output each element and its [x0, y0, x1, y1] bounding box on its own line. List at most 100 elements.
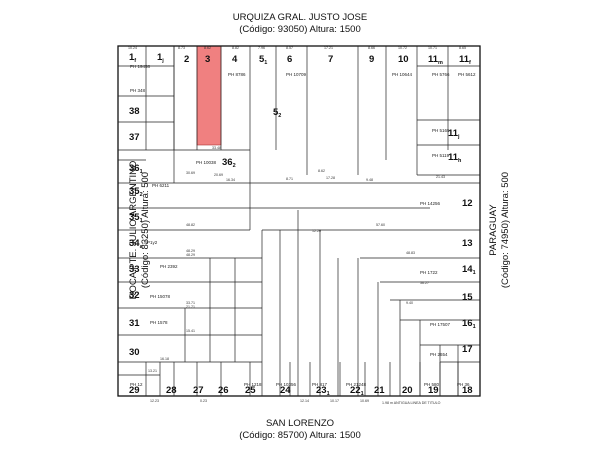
ph-label: PH 36 — [457, 382, 470, 387]
lot-number: 33 — [129, 264, 140, 275]
lot-number: 24 — [280, 385, 291, 396]
dimension-label: 12.20 — [312, 229, 321, 233]
dimension-label: 0.23 — [200, 399, 207, 403]
lot-number: 15 — [462, 292, 473, 303]
dimension-label: 8.65 — [459, 46, 466, 50]
ph-label: PH 1218 — [244, 382, 262, 387]
lot-number: 26 — [218, 385, 229, 396]
dimension-label: 48.29 — [186, 253, 195, 257]
lot-number: 352 — [129, 186, 143, 198]
lot-number: 34a — [129, 238, 144, 250]
lot-number: 13 — [462, 238, 473, 249]
lot-number: 17 — [462, 344, 473, 355]
dimension-label: 12.14 — [300, 399, 309, 403]
dimension-label: 10.72 — [398, 46, 407, 50]
ph-label: PH 10709 — [286, 72, 307, 77]
dimension-label: 36.27 — [420, 281, 429, 285]
ph-label: PH 8786 — [228, 72, 246, 77]
ph-label: PH 10644 — [392, 72, 413, 77]
lot-subscript: 2 — [278, 113, 281, 119]
dimension-label: 16.34 — [226, 178, 235, 182]
lot-number: 30 — [129, 347, 140, 358]
dimension-label: 48.83 — [406, 251, 415, 255]
ph-label: PH 5766 — [432, 72, 450, 77]
lot-subscript: 1 — [361, 391, 364, 397]
lot-number: 29 — [129, 385, 140, 396]
lot-number: 141 — [462, 264, 476, 276]
ph-label: PH 1722 — [420, 270, 438, 275]
lot-number: 7 — [328, 54, 333, 65]
ph-label: PH 817 — [312, 382, 328, 387]
ph-label: PH 2654 — [430, 352, 448, 357]
lot-number: 1j — [157, 52, 164, 64]
ph-label: PH 12 — [130, 382, 143, 387]
lot-number: 221 — [350, 385, 364, 397]
lot-number: 21 — [374, 385, 385, 396]
lot-number: 2 — [184, 54, 189, 65]
lot-subscript: j — [161, 58, 164, 64]
ph-label: PH 2392 — [160, 264, 178, 269]
lot-number: 19 — [428, 385, 439, 396]
lot-number: 231 — [316, 385, 330, 397]
lot-subscript: h — [458, 158, 462, 164]
lot-number: 25 — [245, 385, 256, 396]
lot-number: 11f — [459, 54, 471, 66]
lot-number: 3 — [205, 54, 210, 65]
dimension-label: 8.71 — [286, 177, 293, 181]
ph-label: PH 19458 — [130, 64, 151, 69]
lot-number: 11j — [448, 128, 460, 140]
dimension-label: 10.24 — [128, 46, 137, 50]
lot-number: 6 — [287, 54, 292, 65]
ph-label: PH 14256 — [420, 201, 441, 206]
lot-subscript: 1 — [473, 270, 476, 276]
lot-subscript: 1 — [473, 324, 476, 330]
dimension-label: 21.43 — [436, 175, 445, 179]
dimension-label: 10.71 — [428, 46, 437, 50]
dimension-label: 8.57 — [286, 46, 293, 50]
street-detail: (Código: 93050) Altura: 1500 — [239, 24, 361, 35]
ph-label: PH 5165 — [432, 128, 450, 133]
dimension-label: 9.40 — [406, 301, 413, 305]
dimension-label: 17.21 — [324, 46, 333, 50]
ph-label: PH 10038 — [196, 160, 217, 165]
lot-number: 27 — [193, 385, 204, 396]
ph-label: PH 10356 — [276, 382, 297, 387]
lot-number: 11h — [448, 152, 462, 164]
dimension-label: 10.69 — [360, 399, 369, 403]
lot-subscript: f — [469, 60, 471, 66]
lot-number: 4 — [232, 54, 238, 65]
lot-number: 32 — [129, 290, 140, 301]
lot-number: 161 — [462, 318, 476, 330]
dimension-label: 13.21 — [148, 369, 157, 373]
dimension-label: 15.41 — [186, 329, 195, 333]
lot-subscript: j — [457, 134, 460, 140]
dimension-label: 33.71 — [186, 301, 195, 305]
lot-number: 351 — [129, 212, 143, 224]
lot-number: 12 — [462, 198, 473, 209]
lot-subscript: 1 — [327, 391, 330, 397]
lot-number: 11m — [428, 54, 443, 66]
lot-subscript: a — [140, 244, 144, 250]
dimension-label: 21.71 — [186, 305, 195, 309]
ph-label: PH 21248 — [346, 382, 367, 387]
dimension-label: 8.62 — [318, 169, 325, 173]
lot-subscript: 1 — [140, 169, 143, 175]
street-detail: (Código: 85700) Altura: 1500 — [239, 430, 361, 441]
ph-label: PH 580 — [424, 382, 440, 387]
ph-label: PH 5612 — [458, 72, 476, 77]
dimension-label: 8.62 — [204, 46, 211, 50]
block-boundary — [117, 45, 481, 397]
ph-label: PH 17507 — [430, 322, 451, 327]
ph-label: SP1y2 — [144, 240, 158, 245]
dimension-label: 17.28 — [326, 176, 335, 180]
dimension-label: 8.82 — [232, 46, 239, 50]
lot-number: 38 — [129, 106, 140, 117]
lot-number: 51 — [259, 54, 267, 66]
ph-label: PH 1578 — [150, 320, 168, 325]
lot-subscript: m — [438, 60, 443, 66]
dimension-label: 8.73 — [178, 46, 185, 50]
lot-number: 28 — [166, 385, 177, 396]
dimension-label: 12.23 — [150, 399, 159, 403]
dimension-label: 30.69 — [186, 171, 195, 175]
